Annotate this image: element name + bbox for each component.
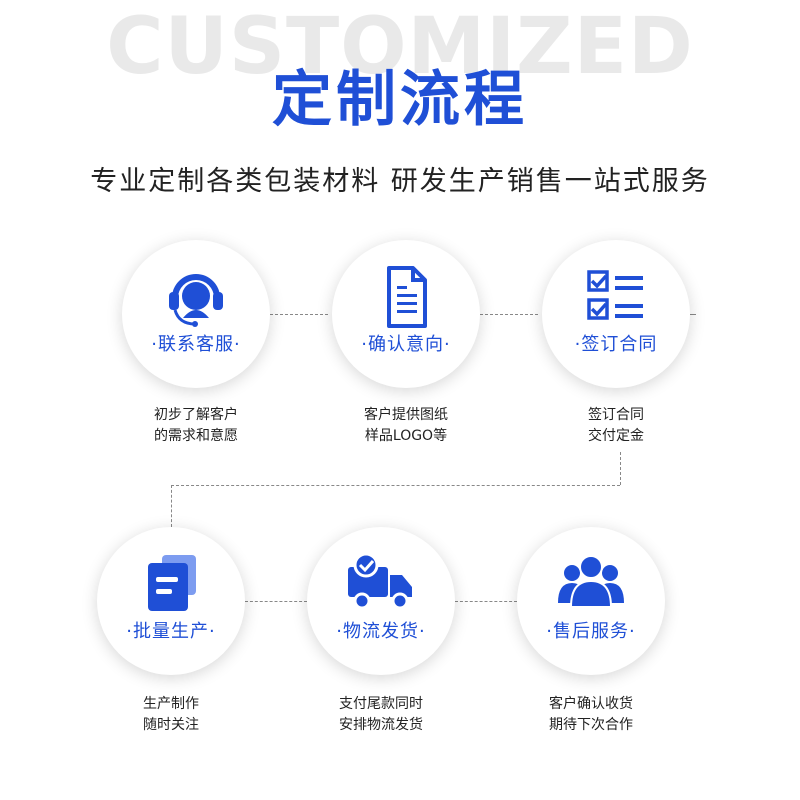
step-label: ·物流发货· <box>336 621 426 642</box>
stack-icon <box>148 555 196 611</box>
step-contact-service: ·联系客服· <box>122 240 270 388</box>
document-icon <box>387 266 427 328</box>
checklist-icon <box>587 270 643 320</box>
connector-down-left <box>171 485 172 527</box>
step-caption: 初步了解客户 的需求和意愿 <box>154 407 238 444</box>
step-caption: 客户提供图纸 样品LOGO等 <box>364 407 448 444</box>
step-caption: 客户确认收货 期待下次合作 <box>549 696 633 733</box>
step-confirm-intent: ·确认意向· <box>332 240 480 388</box>
page-title: 定制流程 <box>272 65 528 135</box>
page-subtitle: 专业定制各类包装材料 研发生产销售一站式服务 <box>90 166 710 197</box>
connector-down-right <box>620 452 621 485</box>
step-sign-contract: ·签订合同 <box>542 240 690 388</box>
step-label: ·签订合同 <box>574 334 658 355</box>
connector-2-3 <box>480 314 538 315</box>
step-label: ·联系客服· <box>151 334 241 355</box>
truck-icon <box>348 552 412 610</box>
step-caption: 支付尾款同时 安排物流发货 <box>339 696 423 733</box>
connector-4-5 <box>245 601 307 602</box>
step-label: ·批量生产· <box>126 621 216 642</box>
watermark-title: CUSTOMIZED <box>106 2 694 92</box>
step-logistics: ·物流发货· <box>307 527 455 675</box>
step-mass-production: ·批量生产· <box>97 527 245 675</box>
connector-5-6 <box>455 601 517 602</box>
step-caption: 生产制作 随时关注 <box>143 696 199 733</box>
step-label: ·售后服务· <box>546 621 636 642</box>
headset-icon <box>169 274 223 327</box>
step-caption: 签订合同 交付定金 <box>588 407 644 444</box>
connector-3-right <box>690 314 696 315</box>
step-after-sales: ·售后服务· <box>517 527 665 675</box>
connector-1-2 <box>270 314 328 315</box>
connector-row-link <box>171 485 620 486</box>
team-icon <box>558 555 624 608</box>
step-label: ·确认意向· <box>361 334 451 355</box>
